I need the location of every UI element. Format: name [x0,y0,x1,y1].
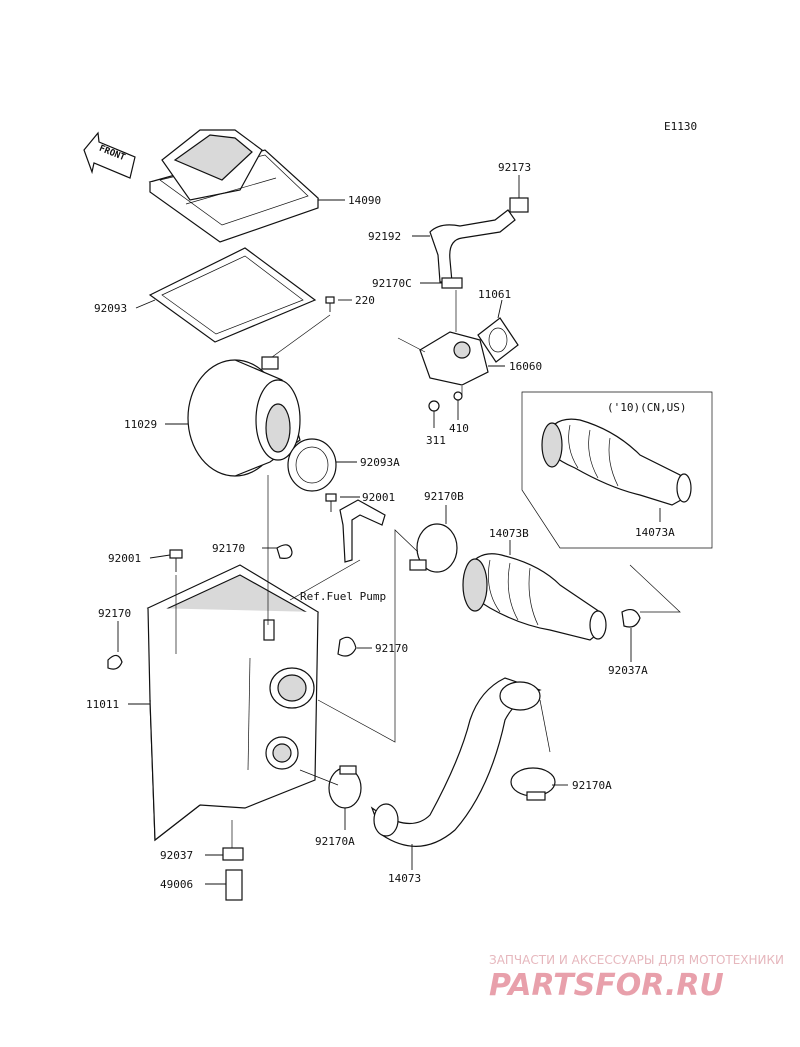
label-11029: 11029 [124,418,157,431]
screw-220 [325,296,335,312]
label-220: 220 [355,294,375,307]
gasket-11061 [477,317,519,363]
label-92170a-bottom: 92170A [315,835,355,848]
air-cleaner-case [146,564,320,842]
clip-92170c [441,277,463,289]
label-92170c: 92170C [372,277,412,290]
label-14073a: 14073A [635,526,675,539]
boot-14073b [462,553,607,641]
diagram-code: E1130 [664,120,697,133]
label-11011: 11011 [86,698,119,711]
label-92093: 92093 [94,302,127,315]
label-16060: 16060 [509,360,542,373]
label-92001-left: 92001 [108,552,141,565]
air-cleaner-cover [148,129,320,243]
label-92170a-right: 92170A [572,779,612,792]
label-92093a: 92093A [360,456,400,469]
nut-311 [428,400,440,412]
watermark-tagline: ЗАПЧАСТИ И АКСЕССУАРЫ ДЛЯ МОТОТЕХНИКИ [489,953,784,967]
clip-92170-right [337,636,357,657]
clip-92173 [509,197,529,213]
label-92037a: 92037A [608,664,648,677]
clip-92170-mid [276,544,293,559]
label-11061: 11061 [478,288,511,301]
label-311: 311 [426,434,446,447]
clamp-92170b [409,523,458,573]
label-14073: 14073 [388,872,421,885]
label-92170-mid: 92170 [212,542,245,555]
variant-note: ('10)(CN,US) [607,401,686,414]
breather-housing-16060 [397,331,489,386]
label-92173: 92173 [498,161,531,174]
clamp-92037a [621,608,641,628]
label-92037: 92037 [160,849,193,862]
clip-92170-left [107,654,123,670]
drain-cap-92037 [222,847,244,861]
clamp-92170a-bottom [328,765,362,809]
fuel-pump-bracket [325,493,386,563]
label-14090: 14090 [348,194,381,207]
washer-410 [453,391,463,401]
label-92170-left: 92170 [98,607,131,620]
watermark-brand: PARTSFOR.RU [489,968,724,1003]
cleaner-gasket [148,247,317,343]
clamp-92170a-right [510,767,556,801]
label-92001-top: 92001 [362,491,395,504]
front-arrow-icon: FRONT [83,131,136,179]
label-92170-right: 92170 [375,642,408,655]
label-14073b: 14073B [489,527,529,540]
inset-variant-box [521,391,713,549]
label-92170b: 92170B [424,490,464,503]
leader-lines [117,175,661,885]
label-49006: 49006 [160,878,193,891]
label-410: 410 [449,422,469,435]
label-92192: 92192 [368,230,401,243]
breather-hose-92192 [429,209,516,283]
bolt-92001-left [169,549,183,572]
drain-tube-49006 [225,869,243,901]
ref-fuel-pump-note: Ref.Fuel Pump [300,590,386,603]
air-filter-element [187,356,301,477]
intake-duct-14073 [370,677,542,847]
ring-92093a [287,438,337,492]
